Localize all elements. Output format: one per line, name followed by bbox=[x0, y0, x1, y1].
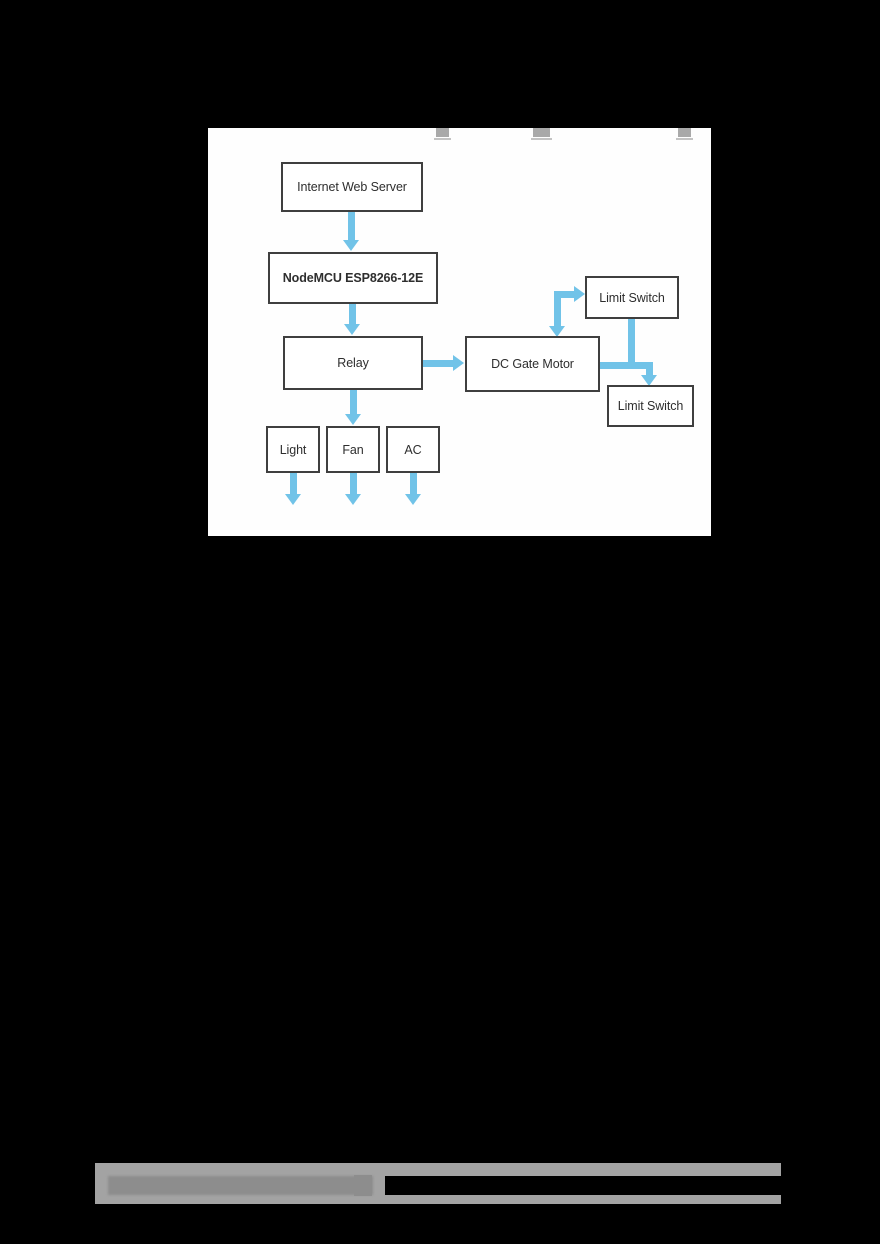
diagram-panel: Internet Web Server NodeMCU ESP8266-12E … bbox=[208, 128, 711, 536]
node-dc-gate-motor[interactable]: DC Gate Motor bbox=[465, 336, 600, 392]
edge-light-out-line bbox=[290, 473, 297, 497]
node-fan[interactable]: Fan bbox=[326, 426, 380, 473]
node-nodemcu-esp8266[interactable]: NodeMCU ESP8266-12E bbox=[268, 252, 438, 304]
node-limit-switch-upper[interactable]: Limit Switch bbox=[585, 276, 679, 319]
edge-to-limitlower-arrow bbox=[641, 375, 657, 386]
edge-motor-right-line bbox=[598, 362, 653, 369]
edge-to-limitlower-line bbox=[646, 362, 653, 380]
edge-relay-to-motor-line bbox=[423, 360, 455, 367]
edge-ac-out-arrow bbox=[405, 494, 421, 505]
top-edge-artifact-3-underline bbox=[676, 138, 693, 140]
node-ac[interactable]: AC bbox=[386, 426, 440, 473]
edge-relay-to-motor-arrow bbox=[453, 355, 464, 371]
node-label: NodeMCU ESP8266-12E bbox=[282, 271, 424, 285]
top-edge-artifact-2-underline bbox=[531, 138, 552, 140]
node-label: Relay bbox=[337, 356, 369, 370]
edge-motor-limitupper-vertical bbox=[554, 291, 561, 329]
top-edge-artifact-1 bbox=[436, 128, 449, 137]
node-label: Limit Switch bbox=[617, 399, 684, 413]
footer-left-text bbox=[108, 1176, 373, 1195]
edge-nodemcu-to-relay-line bbox=[349, 304, 356, 326]
edge-limitupper-to-motor-arrow bbox=[549, 326, 565, 337]
top-edge-artifact-1-underline bbox=[434, 138, 451, 140]
top-edge-artifact-3 bbox=[678, 128, 691, 137]
node-relay[interactable]: Relay bbox=[283, 336, 423, 390]
edge-limitupper-down-line bbox=[628, 319, 635, 369]
edge-relay-to-fan-line bbox=[350, 390, 357, 416]
top-edge-artifact-2 bbox=[533, 128, 550, 137]
node-label: Internet Web Server bbox=[297, 180, 407, 194]
node-label: Limit Switch bbox=[599, 290, 665, 305]
edge-webserver-to-nodemcu-line bbox=[348, 212, 355, 242]
edge-fan-out-arrow bbox=[345, 494, 361, 505]
edge-nodemcu-to-relay-arrow bbox=[344, 324, 360, 335]
edge-light-out-arrow bbox=[285, 494, 301, 505]
footer-right-bar bbox=[385, 1176, 781, 1195]
node-label: Light bbox=[279, 442, 307, 457]
edge-fan-out-line bbox=[350, 473, 357, 497]
footer-page-marker bbox=[354, 1175, 372, 1196]
edge-motor-to-limitupper-arrow bbox=[574, 286, 585, 302]
edge-webserver-to-nodemcu-arrow bbox=[343, 240, 359, 251]
node-internet-web-server[interactable]: Internet Web Server bbox=[281, 162, 423, 212]
edge-motor-limitupper-horizontal bbox=[554, 291, 578, 298]
node-light[interactable]: Light bbox=[266, 426, 320, 473]
edge-relay-to-fan-arrow bbox=[345, 414, 361, 425]
node-label: AC bbox=[404, 442, 422, 457]
page-footer bbox=[95, 1163, 781, 1204]
node-limit-switch-lower[interactable]: Limit Switch bbox=[607, 385, 694, 427]
edge-ac-out-line bbox=[410, 473, 417, 497]
node-label: DC Gate Motor bbox=[491, 357, 574, 371]
node-label: Fan bbox=[342, 442, 364, 457]
